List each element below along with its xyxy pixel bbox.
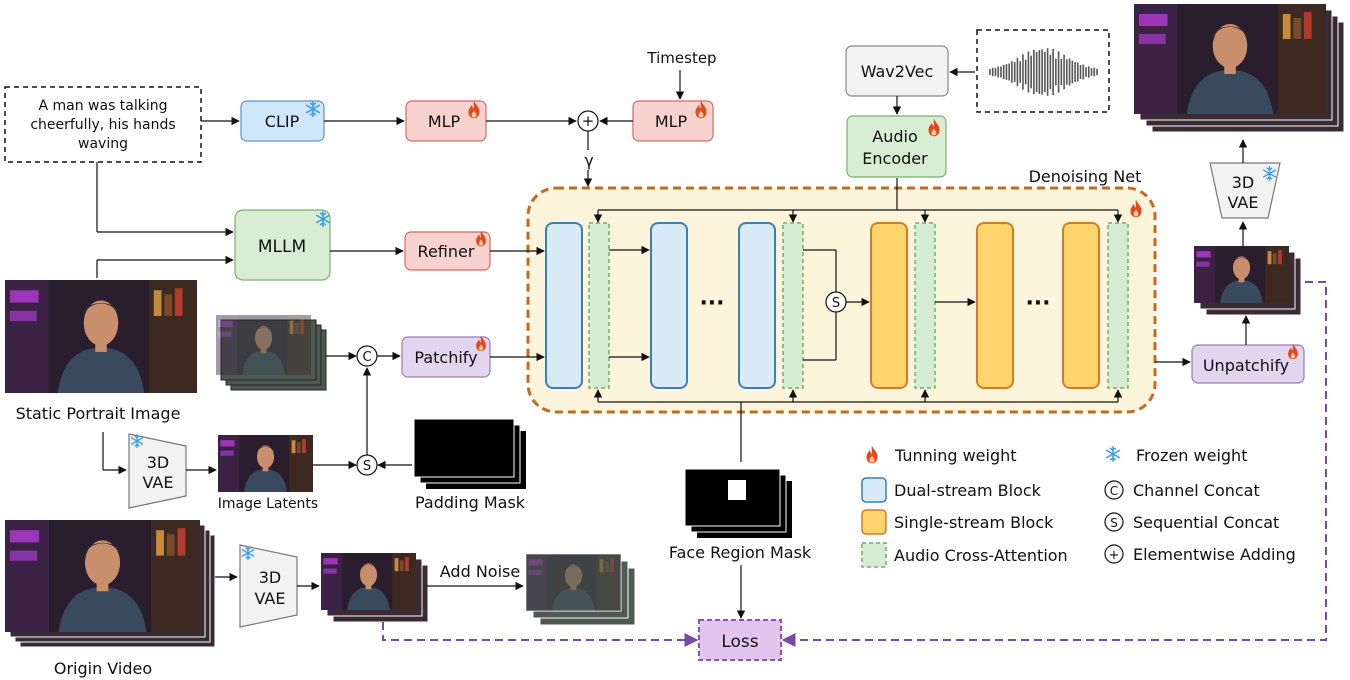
predicted-latents <box>1194 246 1289 303</box>
legend-elementwise: Elementwise Adding <box>1133 545 1296 564</box>
add-noise-label: Add Noise <box>440 562 520 581</box>
mllm-node <box>234 209 331 281</box>
image-latents-caption: Image Latents <box>218 496 318 512</box>
svg-text:+: + <box>1109 548 1120 563</box>
legend-seq-concat: Sequential Concat <box>1133 513 1279 532</box>
loss-node <box>698 619 782 661</box>
single-stream-block-2 <box>976 222 1014 389</box>
audio-attn-3 <box>914 222 936 389</box>
dual-stream-block-2 <box>650 222 688 389</box>
svg-text:3D: 3D <box>147 453 170 472</box>
dual-stream-block-1 <box>545 222 583 389</box>
svg-text:Patchify: Patchify <box>414 348 477 367</box>
legend-frozen: Frozen weight <box>1136 446 1247 465</box>
legend-flame-icon <box>866 445 878 464</box>
origin-video <box>5 520 200 632</box>
vae-image-node <box>128 433 187 509</box>
seq-concat-op <box>356 454 378 476</box>
static-portrait-image <box>5 280 197 393</box>
svg-text:Audio: Audio <box>872 127 917 146</box>
image-latents <box>218 435 313 492</box>
legend-snowflake-icon <box>1105 446 1121 462</box>
prompt-box <box>4 86 202 163</box>
legend-single: Single-stream Block <box>894 513 1054 532</box>
waveform-icon <box>989 48 1098 96</box>
padding-mask-caption: Padding Mask <box>415 493 526 512</box>
svg-text:S: S <box>1110 516 1118 530</box>
svg-text:Unpatchify: Unpatchify <box>1203 356 1289 375</box>
vae-decoder-node <box>1209 162 1281 219</box>
svg-text:VAE: VAE <box>1228 193 1259 212</box>
legend-dual: Dual-stream Block <box>894 481 1042 500</box>
legend-single-swatch <box>861 509 887 535</box>
audio-encoder-node <box>846 115 947 178</box>
legend-attn-swatch <box>861 542 887 568</box>
svg-text:Loss: Loss <box>721 632 758 652</box>
svg-text:MLLM: MLLM <box>258 237 306 257</box>
prompt-line-3: waving <box>78 136 128 152</box>
legend-attn: Audio Cross-Attention <box>894 546 1068 565</box>
svg-text:S: S <box>832 296 840 311</box>
prompt-line-1: A man was talking <box>38 98 167 114</box>
svg-text:C: C <box>362 350 371 365</box>
ellipsis-dual: ··· <box>699 291 724 316</box>
svg-text:+: + <box>582 112 595 130</box>
video-latents <box>321 553 416 610</box>
unpatchify-node <box>1191 344 1305 384</box>
origin-video-caption: Origin Video <box>54 659 152 678</box>
single-stream-block-3 <box>1062 222 1100 389</box>
noisy-video-latents <box>526 554 621 611</box>
legend-tuning: Tunning weight <box>894 446 1017 465</box>
svg-text:Encoder: Encoder <box>862 149 928 168</box>
single-stream-block-1 <box>870 222 908 389</box>
audio-attn-1 <box>588 222 610 389</box>
padding-mask <box>413 418 515 478</box>
svg-text:S: S <box>363 459 371 474</box>
legend-dual-swatch <box>861 477 887 503</box>
face-mask-caption: Face Region Mask <box>669 543 812 562</box>
gamma-label: γ <box>584 151 593 170</box>
svg-text:C: C <box>1110 484 1118 498</box>
audio-attn-4 <box>1107 222 1129 389</box>
static-portrait-caption: Static Portrait Image <box>16 404 181 423</box>
vae-video-node <box>239 544 298 628</box>
denoising-net-label: Denoising Net <box>1029 167 1142 186</box>
generated-video <box>1134 4 1326 114</box>
svg-text:VAE: VAE <box>255 589 286 608</box>
svg-text:3D: 3D <box>1232 173 1255 192</box>
timestep-label: Timestep <box>646 49 716 67</box>
noisy-latents <box>216 315 311 375</box>
dual-stream-block-3 <box>738 222 776 389</box>
svg-text:Wav2Vec: Wav2Vec <box>861 62 934 81</box>
svg-text:MLP: MLP <box>655 112 688 131</box>
svg-text:CLIP: CLIP <box>265 112 300 131</box>
audio-attn-2 <box>782 222 804 389</box>
svg-text:3D: 3D <box>259 568 282 587</box>
svg-text:MLP: MLP <box>428 112 461 131</box>
legend-channel-concat: Channel Concat <box>1133 481 1260 500</box>
ellipsis-single: ··· <box>1025 291 1050 316</box>
svg-text:VAE: VAE <box>143 473 174 492</box>
svg-text:Refiner: Refiner <box>418 242 475 261</box>
prompt-line-2: cheerfully, his hands <box>30 117 175 133</box>
